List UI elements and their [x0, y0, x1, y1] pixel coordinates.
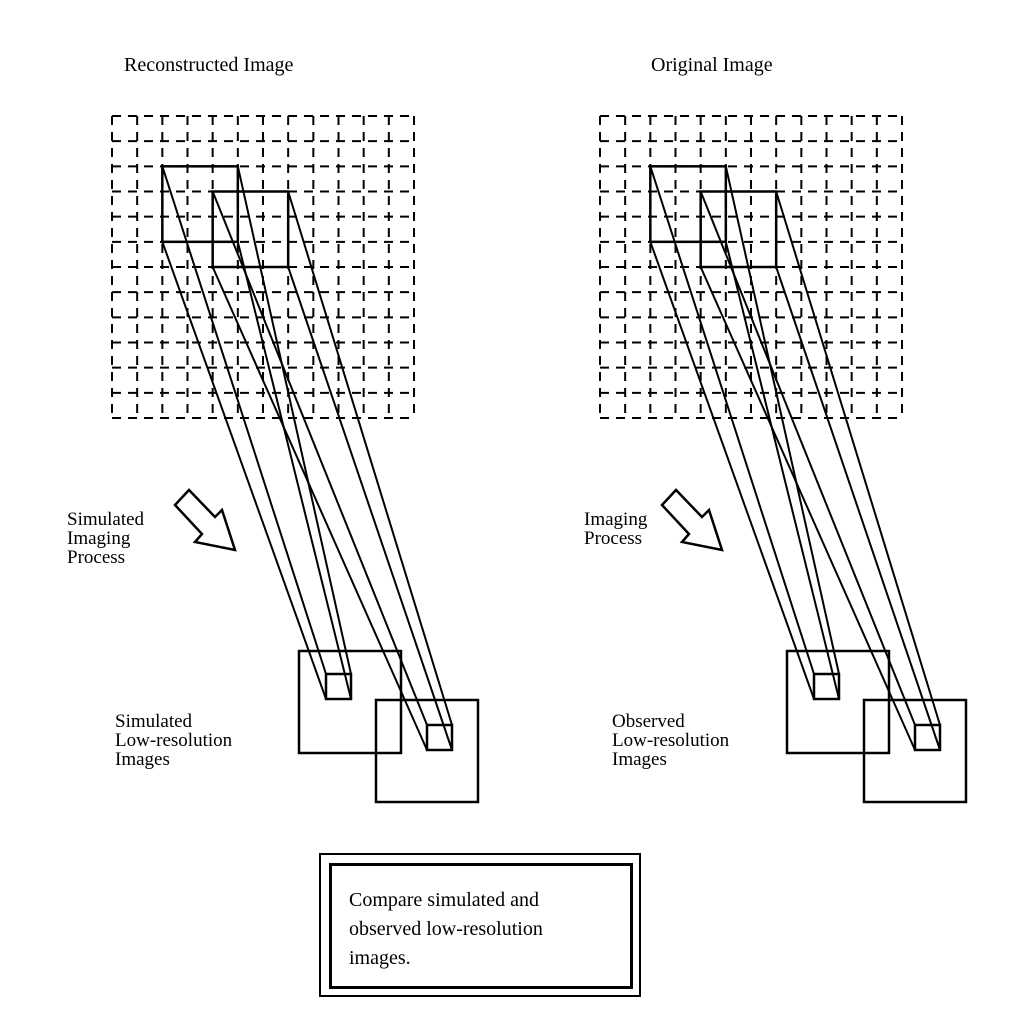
- right-lowres-pixel-1: [812, 672, 841, 701]
- left-projection-line-a: [161, 241, 327, 700]
- right-lowres-image-2: [862, 698, 968, 804]
- left-projection-line-b: [287, 191, 453, 726]
- observed-lowres-images-label: Observed Low-resolution Images: [612, 711, 730, 770]
- compare-note-inner-box: Compare simulated and observed low-resol…: [329, 863, 633, 989]
- imaging-process-label: Imaging Process: [584, 509, 648, 549]
- left-window-a: [161, 165, 240, 244]
- left-lowres-image-1: [297, 649, 403, 755]
- right-projection-line-b: [775, 266, 941, 751]
- left-projection-line-b: [211, 266, 428, 751]
- right-projection-line-a: [724, 166, 840, 675]
- simulated-lowres-images-label: Simulated Low-resolution Images: [115, 711, 233, 770]
- imaging-process-arrow-icon: [660, 488, 724, 552]
- left-projection-line-b: [211, 191, 428, 726]
- left-projection-line-a: [236, 241, 352, 700]
- right-projection-line-b: [699, 191, 916, 726]
- left-projection-line-a: [161, 166, 327, 675]
- right-projection-line-a: [724, 241, 840, 700]
- compare-note-text: Compare simulated and observed low-resol…: [349, 889, 543, 969]
- right-projection-line-b: [775, 191, 941, 726]
- right-lowres-image-1: [785, 649, 891, 755]
- right-projection-line-b: [699, 266, 916, 751]
- original-image-title: Original Image: [651, 54, 773, 76]
- right-projection-line-a: [649, 166, 815, 675]
- left-projection-line-b: [287, 266, 453, 751]
- right-projection-line-a: [649, 241, 815, 700]
- left-window-b: [211, 190, 290, 269]
- right-window-a: [649, 165, 728, 244]
- simulated-process-arrow-icon: [173, 488, 237, 552]
- compare-note-box: Compare simulated and observed low-resol…: [319, 853, 641, 997]
- left-lowres-pixel-1: [324, 672, 353, 701]
- simulated-imaging-process-label: Simulated Imaging Process: [67, 509, 145, 568]
- reconstructed-image-title: Reconstructed Image: [124, 54, 294, 76]
- left-projection-line-a: [236, 166, 352, 675]
- right-window-b: [699, 190, 778, 269]
- left-lowres-image-2: [374, 698, 480, 804]
